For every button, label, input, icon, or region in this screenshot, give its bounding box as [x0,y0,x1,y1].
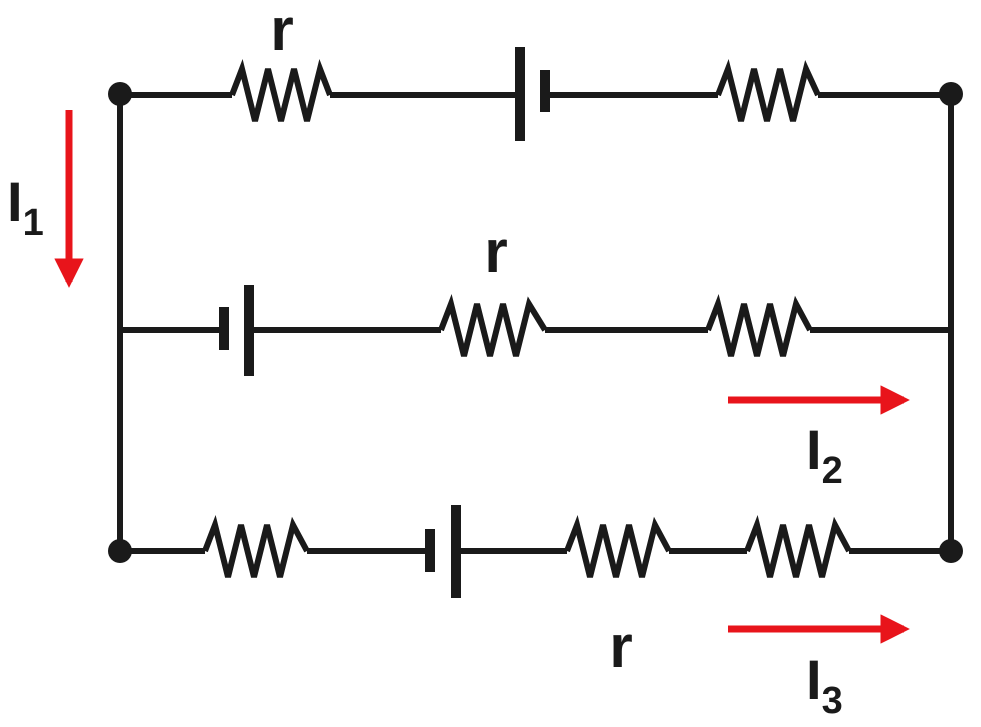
label-i1: I1 [7,170,44,244]
label-i3-main: I [806,648,822,711]
node-top-left [108,82,132,106]
bottom-resistor-2 [744,515,852,578]
node-bottom-left [108,539,132,563]
label-i1-sub: 1 [23,202,44,244]
label-i3: I3 [806,648,843,722]
label-i2: I2 [806,418,843,492]
node-bottom-right [939,539,963,563]
top-resistor [715,59,821,122]
label-i3-sub: 3 [822,680,843,722]
bottom-resistor-1 [202,515,310,578]
label-i2-main: I [806,418,822,481]
label-r-middle: r [484,218,507,285]
bottom-resistor-r [564,515,672,578]
node-top-right [939,82,963,106]
middle-resistor-r [438,294,548,357]
label-r-bottom: r [609,613,632,680]
label-i2-sub: 2 [822,450,843,492]
label-i1-main: I [7,170,23,233]
label-r-top: r [270,0,293,63]
top-resistor-r [229,59,333,122]
middle-resistor [705,294,813,357]
